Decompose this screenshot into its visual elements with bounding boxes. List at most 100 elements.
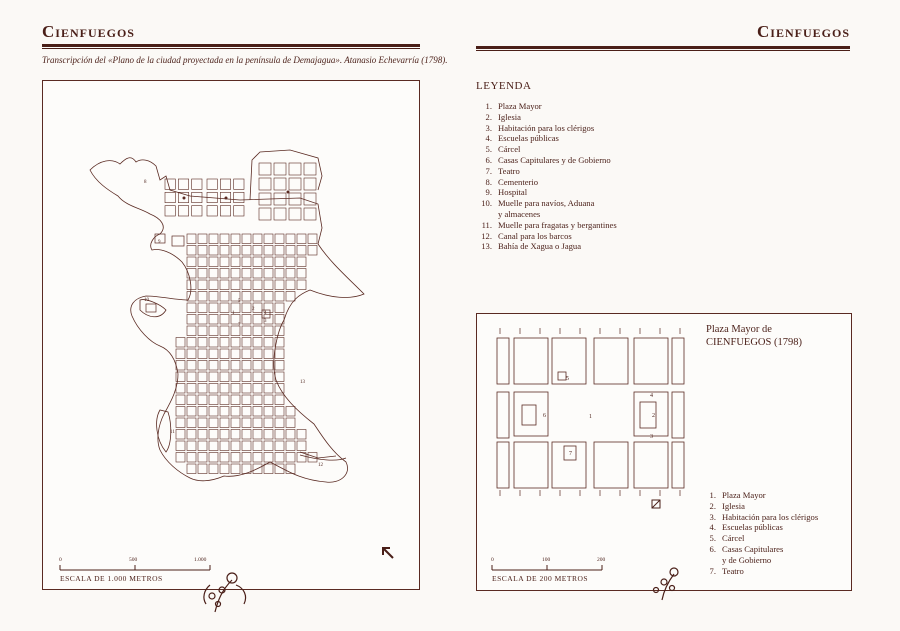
city-plaza-block — [178, 192, 189, 203]
plaza-map-label: 1 — [589, 414, 592, 420]
city-block — [274, 233, 285, 244]
city-block — [219, 394, 230, 405]
legend-item-label: Escuelas públicas — [722, 522, 783, 533]
city-block — [197, 348, 208, 359]
city-plaza-block — [288, 207, 302, 221]
legend-item-label: Muelle para fragatas y bergantines — [498, 219, 617, 230]
left-title-rule — [42, 44, 420, 47]
right-title-rule-thin — [476, 50, 850, 51]
city-block — [241, 291, 252, 302]
coast-west-cape — [139, 299, 167, 318]
city-block — [219, 291, 230, 302]
plaza-block — [513, 391, 549, 437]
city-block — [241, 394, 252, 405]
city-block — [285, 440, 296, 451]
plaza-block — [551, 441, 587, 489]
city-block — [252, 279, 263, 290]
city-block — [230, 268, 241, 279]
city-block — [263, 360, 274, 371]
city-block — [241, 325, 252, 336]
city-block — [241, 406, 252, 417]
city-block — [263, 256, 274, 267]
legend-item-number: 3. — [485, 122, 492, 133]
city-block — [274, 279, 285, 290]
city-block — [230, 429, 241, 440]
city-block — [263, 394, 274, 405]
city-block — [197, 291, 208, 302]
plaza-map-frame — [476, 313, 852, 591]
legend-item-number: 12. — [481, 230, 492, 241]
legend-item: y almacenes — [476, 209, 617, 220]
city-block — [219, 314, 230, 325]
city-block — [241, 383, 252, 394]
left-title-rule-thin — [42, 48, 420, 49]
city-plaza-block — [164, 205, 176, 217]
coast-east-spit — [299, 454, 347, 461]
city-block — [274, 383, 285, 394]
city-block — [252, 429, 263, 440]
legend-item-number: 5. — [709, 533, 716, 544]
plaza-map-label: 6 — [543, 413, 546, 419]
city-plaza-block — [288, 177, 302, 191]
city-block — [197, 314, 208, 325]
city-block — [252, 383, 263, 394]
city-block — [230, 233, 241, 244]
city-block — [241, 302, 252, 313]
city-block — [175, 360, 186, 371]
city-block — [274, 256, 285, 267]
city-map-label: 10 — [144, 298, 150, 303]
plaza-partial-block — [671, 337, 685, 385]
plaza-block — [593, 337, 629, 385]
city-block — [230, 417, 241, 428]
city-plaza-block — [191, 205, 203, 217]
city-block — [197, 302, 208, 313]
city-block — [197, 383, 208, 394]
city-block — [285, 463, 296, 474]
city-block — [219, 256, 230, 267]
city-block — [241, 360, 252, 371]
city-block — [208, 325, 219, 336]
city-plaza-block — [273, 162, 287, 176]
city-block — [208, 360, 219, 371]
city-block — [230, 452, 241, 463]
city-block — [230, 314, 241, 325]
city-map-label: 5 — [238, 299, 241, 304]
plaza-map-label: 3 — [650, 434, 653, 440]
city-block — [241, 314, 252, 325]
city-block — [252, 440, 263, 451]
city-block — [296, 233, 307, 244]
city-block — [285, 233, 296, 244]
plaza-mayor-block — [261, 309, 271, 319]
city-block — [252, 348, 263, 359]
legend-item-label: Casas Capitulares — [722, 543, 784, 554]
legend-item-number: 7. — [485, 165, 492, 176]
legend-item-number: 13. — [481, 241, 492, 252]
city-block — [219, 268, 230, 279]
city-plaza-block — [288, 162, 302, 176]
legend-item-label: Hospital — [498, 187, 528, 198]
city-block — [252, 394, 263, 405]
city-block — [274, 440, 285, 451]
city-block — [241, 429, 252, 440]
legend-item-number: 10. — [481, 198, 492, 209]
city-block — [208, 463, 219, 474]
legend-item-number — [700, 555, 716, 566]
city-block — [263, 325, 274, 336]
city-block — [307, 233, 318, 244]
city-plaza-center — [286, 190, 290, 194]
city-block — [186, 406, 197, 417]
city-map-label: 11 — [170, 430, 175, 435]
plaza-block — [633, 391, 669, 437]
legend-item: y de Gobierno — [700, 555, 818, 566]
city-plaza-block — [191, 178, 203, 190]
city-scale-bar — [59, 565, 211, 571]
plaza-scale-tick-0: 0 — [491, 557, 494, 563]
city-block — [208, 440, 219, 451]
city-block — [208, 337, 219, 348]
city-block — [197, 429, 208, 440]
city-block — [274, 348, 285, 359]
